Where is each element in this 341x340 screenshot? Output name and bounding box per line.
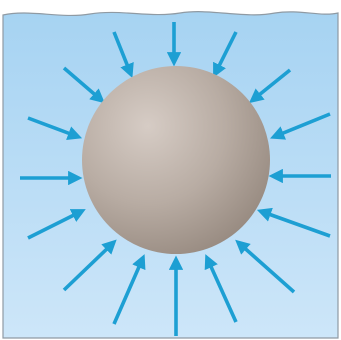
submerged-sphere (82, 66, 270, 254)
